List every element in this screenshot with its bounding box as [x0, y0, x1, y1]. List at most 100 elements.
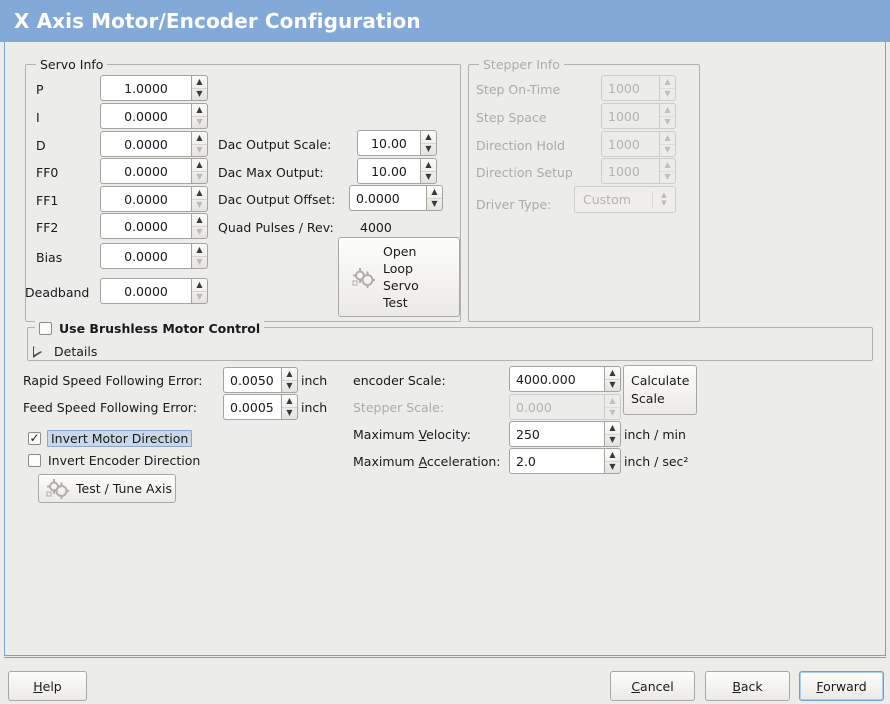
spin-up-icon[interactable]: ▲: [196, 187, 203, 197]
spin-up-icon[interactable]: ▲: [196, 159, 203, 169]
spin-down-icon[interactable]: ▼: [192, 290, 207, 304]
step-space-stepper[interactable]: ▲ ▼: [659, 103, 676, 129]
step-on-time-input[interactable]: 1000 ▲ ▼: [601, 75, 676, 101]
servo-input-d-stepper[interactable]: ▲ ▼: [191, 131, 208, 157]
spin-up-icon[interactable]: ▲: [664, 76, 671, 86]
spin-down-icon[interactable]: ▼: [605, 378, 620, 392]
spin-down-icon[interactable]: ▼: [660, 143, 675, 157]
cancel-button[interactable]: Cancel: [610, 671, 695, 701]
spin-up-icon[interactable]: ▲: [609, 395, 616, 405]
stepper-scale-value[interactable]: 0.000: [509, 394, 604, 420]
servo-input-deadband-stepper[interactable]: ▲ ▼: [191, 278, 208, 304]
invert-motor-direction-checkbox[interactable]: ✓ Invert Motor Direction: [28, 430, 193, 447]
rapid-following-error-stepper[interactable]: ▲ ▼: [281, 367, 298, 393]
feed-following-error-input[interactable]: 0.0005 ▲ ▼: [223, 394, 298, 420]
spin-up-icon[interactable]: ▲: [425, 131, 432, 141]
spin-up-icon[interactable]: ▲: [196, 76, 203, 86]
dac-max-output-value[interactable]: 10.00: [357, 158, 420, 184]
direction-setup-value[interactable]: 1000: [601, 158, 659, 184]
servo-input-deadband[interactable]: 0.0000 ▲ ▼: [100, 278, 208, 304]
spin-up-icon[interactable]: ▲: [196, 214, 203, 224]
spin-down-icon[interactable]: ▼: [192, 225, 207, 239]
max-acceleration-input[interactable]: 2.0 ▲ ▼: [509, 448, 621, 474]
spin-down-icon[interactable]: ▼: [421, 142, 436, 156]
spin-up-icon[interactable]: ▲: [196, 244, 203, 254]
servo-input-i-stepper[interactable]: ▲ ▼: [191, 103, 208, 129]
spin-down-icon[interactable]: ▼: [660, 170, 675, 184]
spin-up-icon[interactable]: ▲: [609, 422, 616, 432]
servo-input-p-value[interactable]: 1.0000: [100, 75, 191, 101]
dac-max-output-stepper[interactable]: ▲ ▼: [420, 158, 437, 184]
servo-input-p[interactable]: 1.0000 ▲ ▼: [100, 75, 208, 101]
spin-up-icon[interactable]: ▲: [431, 186, 438, 196]
spin-down-icon[interactable]: ▼: [605, 460, 620, 474]
spin-up-icon[interactable]: ▲: [609, 449, 616, 459]
spin-up-icon[interactable]: ▲: [196, 104, 203, 114]
max-velocity-input[interactable]: 250 ▲ ▼: [509, 421, 621, 447]
rapid-following-error-input[interactable]: 0.0050 ▲ ▼: [223, 367, 298, 393]
spin-down-icon[interactable]: ▼: [427, 197, 442, 211]
spin-down-icon[interactable]: ▼: [192, 87, 207, 101]
spin-down-icon[interactable]: ▼: [282, 406, 297, 420]
spin-down-icon[interactable]: ▼: [605, 433, 620, 447]
step-on-time-stepper[interactable]: ▲ ▼: [659, 75, 676, 101]
open-loop-servo-test-button[interactable]: Open Loop Servo Test: [338, 237, 460, 317]
servo-input-i-value[interactable]: 0.0000: [100, 103, 191, 129]
test-tune-axis-button[interactable]: Test / Tune Axis: [38, 474, 176, 503]
servo-input-ff2-value[interactable]: 0.0000: [100, 213, 191, 239]
spin-down-icon[interactable]: ▼: [660, 87, 675, 101]
max-acceleration-value[interactable]: 2.0: [509, 448, 604, 474]
spin-up-icon[interactable]: ▲: [196, 132, 203, 142]
spin-down-icon[interactable]: ▼: [282, 379, 297, 393]
help-button[interactable]: Help: [8, 671, 87, 701]
direction-setup-input[interactable]: 1000 ▲ ▼: [601, 158, 676, 184]
servo-input-ff2[interactable]: 0.0000 ▲ ▼: [100, 213, 208, 239]
encoder-scale-stepper[interactable]: ▲ ▼: [604, 366, 621, 392]
spin-up-icon[interactable]: ▲: [664, 104, 671, 114]
dac-output-offset-stepper[interactable]: ▲ ▼: [426, 185, 443, 211]
spin-down-icon[interactable]: ▼: [605, 406, 620, 420]
use-brushless-motor-control-checkbox[interactable]: ✓ Use Brushless Motor Control: [35, 321, 265, 336]
dac-max-output-input[interactable]: 10.00 ▲ ▼: [357, 158, 437, 184]
servo-input-i[interactable]: 0.0000 ▲ ▼: [100, 103, 208, 129]
servo-input-ff1[interactable]: 0.0000 ▲ ▼: [100, 186, 208, 212]
spin-up-icon[interactable]: ▲: [664, 132, 671, 142]
spin-down-icon[interactable]: ▼: [192, 170, 207, 184]
checkbox-box[interactable]: ✓: [39, 322, 52, 335]
spin-up-icon[interactable]: ▲: [664, 159, 671, 169]
feed-following-error-value[interactable]: 0.0005: [223, 394, 281, 420]
max-velocity-stepper[interactable]: ▲ ▼: [604, 421, 621, 447]
checkbox-box[interactable]: ✓: [28, 432, 41, 445]
driver-type-combo[interactable]: Custom ▲ ▼: [574, 186, 676, 213]
servo-input-ff0-value[interactable]: 0.0000: [100, 158, 191, 184]
step-space-value[interactable]: 1000: [601, 103, 659, 129]
servo-input-d-value[interactable]: 0.0000: [100, 131, 191, 157]
servo-input-p-stepper[interactable]: ▲ ▼: [191, 75, 208, 101]
spin-down-icon[interactable]: ▼: [192, 115, 207, 129]
direction-hold-stepper[interactable]: ▲ ▼: [659, 131, 676, 157]
max-acceleration-stepper[interactable]: ▲ ▼: [604, 448, 621, 474]
max-velocity-value[interactable]: 250: [509, 421, 604, 447]
stepper-scale-input[interactable]: 0.000 ▲ ▼: [509, 394, 621, 420]
encoder-scale-value[interactable]: 4000.000: [509, 366, 604, 392]
invert-encoder-direction-checkbox[interactable]: ✓ Invert Encoder Direction: [28, 453, 200, 468]
spin-down-icon[interactable]: ▼: [192, 255, 207, 269]
servo-input-bias-stepper[interactable]: ▲ ▼: [191, 243, 208, 269]
servo-input-ff0-stepper[interactable]: ▲ ▼: [191, 158, 208, 184]
dac-output-offset-value[interactable]: 0.0000: [349, 185, 426, 211]
spin-up-icon[interactable]: ▲: [425, 159, 432, 169]
back-button[interactable]: Back: [705, 671, 790, 701]
dac-output-scale-input[interactable]: 10.00 ▲ ▼: [357, 130, 437, 156]
encoder-scale-input[interactable]: 4000.000 ▲ ▼: [509, 366, 621, 392]
spin-down-icon[interactable]: ▼: [660, 115, 675, 129]
servo-input-ff1-stepper[interactable]: ▲ ▼: [191, 186, 208, 212]
forward-button[interactable]: Forward: [799, 671, 884, 701]
dac-output-scale-stepper[interactable]: ▲ ▼: [420, 130, 437, 156]
rapid-following-error-value[interactable]: 0.0050: [223, 367, 281, 393]
spin-down-icon[interactable]: ▼: [192, 143, 207, 157]
servo-input-d[interactable]: 0.0000 ▲ ▼: [100, 131, 208, 157]
dac-output-offset-input[interactable]: 0.0000 ▲ ▼: [349, 185, 443, 211]
servo-input-bias-value[interactable]: 0.0000: [100, 243, 191, 269]
servo-input-ff1-value[interactable]: 0.0000: [100, 186, 191, 212]
servo-input-ff2-stepper[interactable]: ▲ ▼: [191, 213, 208, 239]
